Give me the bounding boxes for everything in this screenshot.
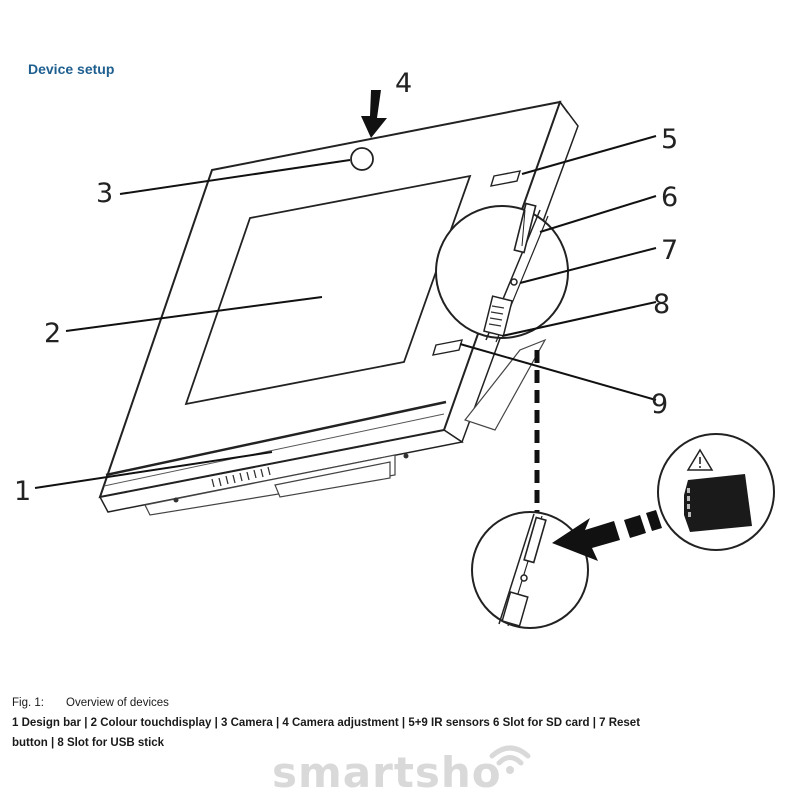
fig-label: Fig. 1: [12,697,44,709]
sd-insert-magnifier [471,511,589,629]
colour-touchdisplay [184,174,472,406]
camera [350,147,374,171]
fig-title: Overview of devices [66,697,169,709]
legend-line-2: button | 8 Slot for USB stick [12,737,165,749]
callout-2: 2 [44,318,61,349]
wifi-icon [489,745,531,774]
callout-4: 4 [395,68,412,99]
callout-8: 8 [653,289,670,320]
callout-5: 5 [661,124,678,155]
mount-plate-bottom [144,454,396,516]
sd-card [684,474,752,532]
arrow-icon [361,90,387,138]
leader-lines [34,135,657,489]
sd-card-magnifier [657,433,775,551]
ir-sensor-top [489,170,522,187]
usb-slot [483,295,513,337]
callout-1: 1 [14,476,31,507]
device-back-edge [559,101,569,114]
callout-9: 9 [651,389,668,420]
section-heading: Device setup [28,61,115,77]
callout-7: 7 [661,235,678,266]
callout-6: 6 [661,182,678,213]
vent-slots [211,466,271,488]
caption-title-line: Fig. 1: Overview of devices [12,693,792,713]
design-bar-inner [103,413,445,487]
screw [403,453,409,459]
reset-button [510,278,518,286]
detail-magnifier [435,202,569,343]
callout-3: 3 [96,178,113,209]
device-diagram: 1 2 3 4 5 6 7 8 9 [14,68,775,629]
sd-card-slot [513,202,537,254]
figure-caption: Fig. 1: Overview of devices 1 Design bar … [12,693,792,753]
watermark-text: smartsho [272,748,502,797]
ir-sensor-bottom [431,339,464,356]
legend-line-1: 1 Design bar | 2 Colour touchdisplay | 3… [12,717,641,729]
design-bar [105,400,447,477]
insert-arrow-icon [552,510,662,561]
mount-block [274,461,391,498]
screw [173,497,179,503]
warning-icon [686,448,714,471]
